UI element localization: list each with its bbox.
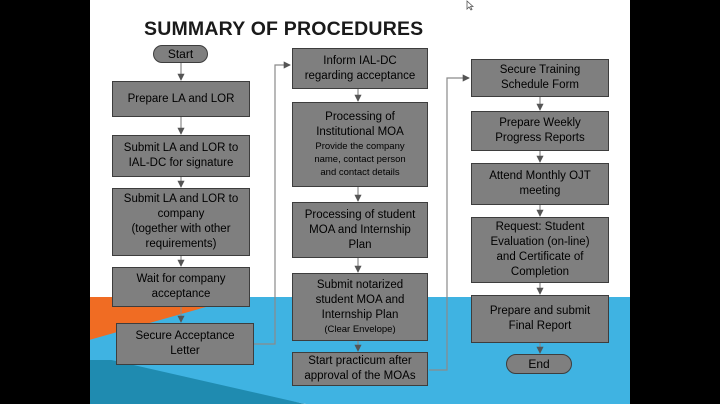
start-label: Start	[167, 47, 194, 61]
end-label: End	[528, 357, 550, 371]
step-text: Prepare and submit	[489, 305, 591, 317]
step-text: Prepare LA and LOR	[127, 92, 235, 105]
step-text: Plan	[348, 238, 372, 251]
start-terminal: Start	[153, 45, 208, 63]
step-monthly-ojt-meeting: Attend Monthly OJT meeting	[471, 163, 609, 205]
step-text: approval of the MOAs	[304, 370, 416, 382]
step-weekly-reports: Prepare Weekly Progress Reports	[471, 111, 609, 151]
step-start-practicum: Start practicum after approval of the MO…	[292, 352, 428, 386]
step-text: Submit notarized	[316, 279, 404, 291]
step-text: regarding acceptance	[304, 69, 416, 82]
step-text: IAL-DC for signature	[128, 157, 234, 169]
step-text: Start practicum after	[308, 355, 412, 367]
step-submit-to-ial-dc: Submit LA and LOR to IAL-DC for signatur…	[112, 135, 250, 177]
step-text: Attend Monthly OJT	[489, 170, 591, 182]
step-submit-to-company: Submit LA and LOR to company (together w…	[112, 188, 250, 256]
step-inform-ial-dc: Inform IAL-DC regarding acceptance	[292, 48, 428, 89]
step-text: Submit LA and LOR to	[123, 193, 239, 205]
step-text: Secure Acceptance	[135, 330, 235, 342]
step-text: company	[157, 208, 205, 220]
step-text: meeting	[519, 185, 561, 197]
step-text: Evaluation (on-line)	[490, 236, 590, 248]
step-training-schedule: Secure Training Schedule Form	[471, 59, 609, 97]
page-title: SUMMARY OF PROCEDURES	[144, 18, 424, 40]
step-text: Progress Reports	[495, 132, 585, 144]
step-text: Submit LA and LOR to	[123, 142, 239, 154]
end-terminal: End	[506, 354, 572, 374]
step-text: requirements)	[145, 238, 217, 250]
step-text: Processing of	[325, 111, 395, 123]
step-institutional-moa: Processing of Institutional MOA Provide …	[292, 102, 428, 187]
step-secure-acceptance-letter: Secure Acceptance Letter	[116, 323, 254, 365]
step-text: acceptance	[151, 288, 211, 300]
step-text: Wait for company	[136, 273, 226, 285]
step-submit-notarized-moa: Submit notarized student MOA and Interns…	[292, 273, 428, 341]
step-note: Provide the company	[315, 141, 405, 152]
flowchart-connectors	[177, 61, 544, 371]
step-text: MOA and Internship	[309, 223, 411, 236]
slide: SUMMARY OF PROCEDURES Start	[90, 0, 630, 404]
step-text: Processing of student	[304, 208, 416, 221]
step-text: Completion	[510, 266, 570, 278]
step-text: Secure Training	[499, 64, 581, 76]
step-text: Prepare Weekly	[499, 117, 581, 129]
step-note: and contact details	[320, 167, 400, 178]
step-prepare-la-lor: Prepare LA and LOR	[112, 81, 250, 117]
step-wait-company-acceptance: Wait for company acceptance	[112, 267, 250, 307]
step-note: (Clear Envelope)	[324, 324, 396, 335]
step-text: Final Report	[508, 320, 572, 332]
step-text: and Certificate of	[496, 251, 584, 263]
step-text: Institutional MOA	[316, 126, 404, 138]
step-text: Inform IAL-DC	[323, 54, 397, 67]
mouse-cursor-icon	[466, 0, 474, 11]
step-text: Request: Student	[495, 221, 585, 233]
step-final-report: Prepare and submit Final Report	[471, 295, 609, 343]
step-text: Schedule Form	[501, 79, 579, 91]
step-text: student MOA and	[315, 294, 405, 306]
step-text: Internship Plan	[321, 309, 399, 321]
step-text: (together with other	[131, 223, 231, 235]
step-request-evaluation: Request: Student Evaluation (on-line) an…	[471, 217, 609, 283]
step-text: Letter	[170, 345, 200, 357]
step-note: name, contact person	[314, 154, 406, 165]
step-student-moa: Processing of student MOA and Internship…	[292, 202, 428, 258]
